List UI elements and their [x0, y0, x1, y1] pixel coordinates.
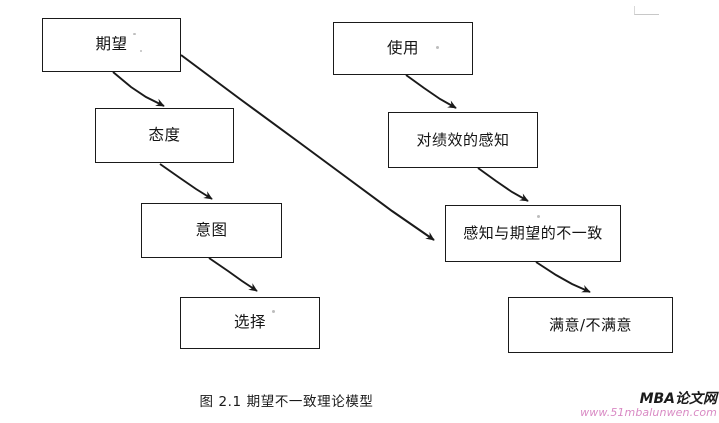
scan-speck	[133, 33, 136, 35]
node-expectation-label: 期望	[95, 35, 128, 54]
figure-caption: 图 2.1 期望不一致理论模型	[0, 390, 719, 410]
watermark: MBA论文网 www.51mbalunwen.com	[580, 391, 717, 420]
edge-expectation-to-attitude	[112, 71, 165, 107]
node-disconfirmation-label: 感知与期望的不一致	[463, 224, 603, 242]
edge-intention-to-choice	[208, 257, 258, 292]
node-intention: 意图	[141, 203, 282, 258]
node-disconfirmation: 感知与期望的不一致	[445, 205, 621, 262]
node-intention-label: 意图	[195, 220, 228, 239]
scan-speck	[537, 215, 540, 218]
edge-attitude-to-intention	[159, 163, 213, 200]
node-expectation: 期望	[42, 18, 181, 72]
node-perceived-performance-label: 对绩效的感知	[416, 130, 510, 149]
node-perceived-performance: 对绩效的感知	[388, 112, 538, 168]
node-attitude-label: 态度	[148, 125, 181, 144]
node-attitude: 态度	[95, 108, 234, 163]
edge-usage-to-perceived-performance	[405, 74, 457, 109]
node-usage: 使用	[333, 22, 473, 75]
scan-corner-artifact	[634, 6, 659, 15]
node-satisfaction-label: 满意/不满意	[548, 315, 633, 334]
node-choice-label: 选择	[233, 313, 266, 332]
edge-perceived-performance-to-disconfirmation	[477, 167, 529, 202]
node-satisfaction: 满意/不满意	[508, 297, 673, 353]
node-usage-label: 使用	[386, 38, 419, 57]
scan-speck	[140, 50, 142, 52]
watermark-url: www.51mbalunwen.com	[580, 406, 717, 420]
scan-speck	[272, 310, 275, 313]
figure-caption-text: 图 2.1 期望不一致理论模型	[199, 394, 374, 410]
node-choice: 选择	[180, 297, 320, 349]
watermark-brand: MBA论文网	[639, 391, 717, 408]
edge-disconfirmation-to-satisfaction	[535, 261, 591, 293]
scan-speck	[436, 46, 439, 49]
